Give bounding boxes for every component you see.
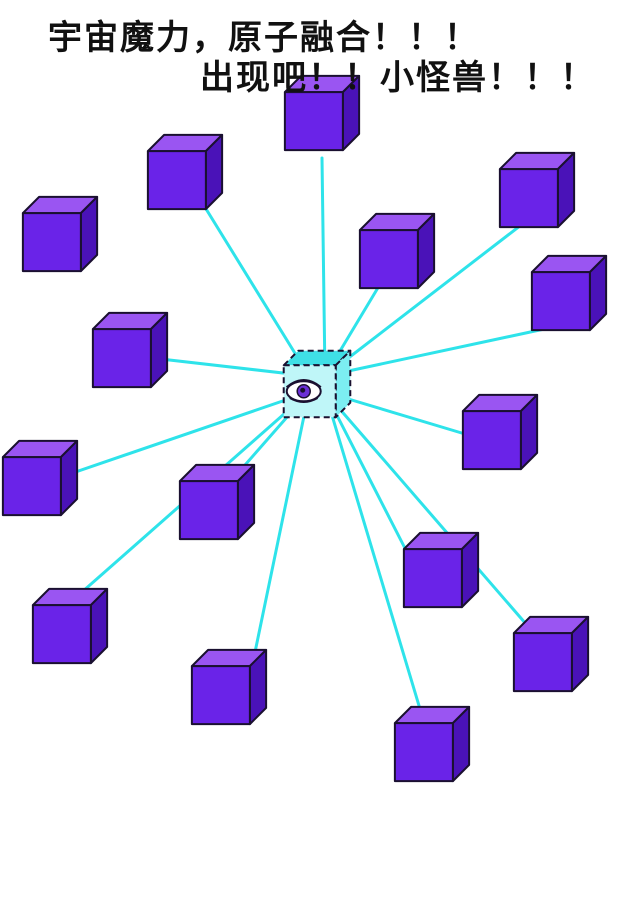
- purple-cube-icon: [358, 212, 436, 290]
- energy-beam-13: [252, 390, 311, 659]
- purple-cube-icon: [393, 705, 471, 783]
- purple-cube-icon: [402, 531, 480, 609]
- energy-beam-14: [323, 390, 422, 711]
- purple-cube-icon: [1, 439, 79, 517]
- caption-line-2: 出现吧！！小怪兽！！！: [200, 58, 596, 98]
- purple-cube-icon: [91, 311, 169, 389]
- caption-line-1: 宇宙魔力，原子融合！！！: [48, 18, 480, 58]
- purple-cube-icon: [530, 254, 608, 332]
- purple-cube-icon: [31, 587, 109, 665]
- eye-icon: [285, 379, 322, 404]
- energy-beam-1: [320, 156, 327, 378]
- purple-cube-icon: [190, 648, 268, 726]
- energy-beam-5: [323, 326, 551, 378]
- purple-cube-icon: [498, 151, 576, 229]
- energy-beam-10: [323, 390, 413, 562]
- purple-cube-icon: [512, 615, 590, 693]
- energy-beam-8: [56, 390, 311, 480]
- purple-cube-icon: [146, 133, 224, 211]
- purple-cube-icon: [178, 463, 256, 541]
- central-eye-cube: [282, 349, 352, 419]
- energy-beam-3: [323, 220, 527, 378]
- energy-beam-12: [323, 390, 528, 626]
- purple-cubes: [1, 74, 608, 783]
- purple-cube-icon: [461, 393, 539, 471]
- energy-beam-2: [201, 202, 311, 378]
- purple-cube-icon: [21, 195, 99, 273]
- purple-cube-icon: [283, 74, 361, 152]
